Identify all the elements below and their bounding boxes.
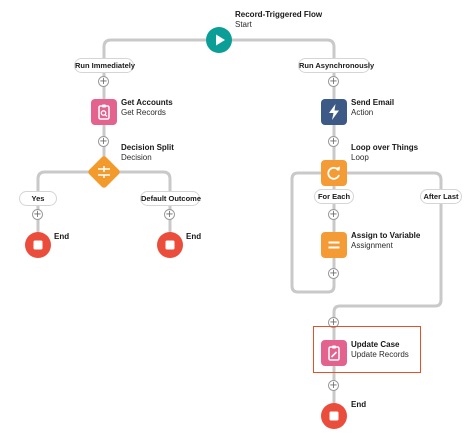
assign-to-variable-subtitle: Assignment <box>351 241 393 250</box>
end-node[interactable] <box>157 232 183 258</box>
path-run-immediately[interactable]: Run Immediately <box>74 58 135 73</box>
stop-icon <box>329 411 339 421</box>
send-email-node[interactable] <box>321 99 347 125</box>
end-label: End <box>54 232 69 242</box>
get-accounts-title: Get Accounts <box>121 98 173 107</box>
get-records-icon <box>98 104 110 120</box>
update-case-label: Update Case Update Records <box>351 340 409 360</box>
path-run-asynchronously[interactable]: Run Asynchronously <box>298 58 374 73</box>
update-case-node[interactable] <box>321 340 347 366</box>
start-title: Record-Triggered Flow <box>235 10 323 19</box>
start-label: Record-Triggered Flow Start <box>235 10 322 30</box>
get-accounts-subtitle: Get Records <box>121 108 166 117</box>
add-element-button[interactable]: + <box>98 76 109 87</box>
add-element-button[interactable]: + <box>98 136 109 147</box>
lightning-icon <box>329 104 339 120</box>
decision-icon <box>98 166 110 178</box>
decision-split-title: Decision Split <box>121 143 174 152</box>
end-title: End <box>54 232 70 241</box>
assign-to-variable-node[interactable] <box>321 232 347 258</box>
add-element-button[interactable]: + <box>164 209 175 220</box>
branch-for-each[interactable]: For Each <box>314 189 354 204</box>
loop-node[interactable] <box>321 160 347 186</box>
assign-to-variable-title: Assign to Variable <box>351 231 421 240</box>
start-subtitle: Start <box>235 20 252 29</box>
add-element-button[interactable]: + <box>328 209 339 220</box>
decision-split-label: Decision Split Decision <box>121 143 174 163</box>
branch-after-last[interactable]: After Last <box>420 189 462 204</box>
equals-icon <box>328 241 340 249</box>
end-label: End <box>186 232 201 242</box>
add-element-button[interactable]: + <box>328 268 339 279</box>
decision-split-subtitle: Decision <box>121 153 152 162</box>
stop-icon <box>165 240 175 250</box>
end-title: End <box>186 232 202 241</box>
loop-icon <box>327 166 340 180</box>
send-email-title: Send Email <box>351 98 395 107</box>
send-email-label: Send Email Action <box>351 98 394 118</box>
branch-yes[interactable]: Yes <box>19 191 57 206</box>
assign-to-variable-label: Assign to Variable Assignment <box>351 231 420 251</box>
add-element-button[interactable]: + <box>328 136 339 147</box>
update-case-subtitle: Update Records <box>351 350 409 359</box>
add-element-button[interactable]: + <box>32 209 43 220</box>
end-label: End <box>351 400 366 410</box>
end-node[interactable] <box>321 403 347 429</box>
decision-split-node[interactable] <box>87 155 121 189</box>
stop-icon <box>33 240 43 250</box>
end-node[interactable] <box>25 232 51 258</box>
update-case-highlight <box>313 326 421 373</box>
loop-title: Loop over Things <box>351 143 419 152</box>
loop-label: Loop over Things Loop <box>351 143 418 163</box>
play-icon <box>216 34 225 46</box>
end-title: End <box>351 400 367 409</box>
start-node[interactable] <box>206 27 232 53</box>
send-email-subtitle: Action <box>351 108 374 117</box>
update-case-title: Update Case <box>351 340 400 349</box>
branch-default-outcome[interactable]: Default Outcome <box>140 191 201 206</box>
update-records-icon <box>328 345 340 361</box>
get-accounts-node[interactable] <box>91 99 117 125</box>
add-element-button[interactable]: + <box>328 380 339 391</box>
add-element-button[interactable]: + <box>328 317 339 328</box>
add-element-button[interactable]: + <box>328 76 339 87</box>
get-accounts-label: Get Accounts Get Records <box>121 98 173 118</box>
loop-subtitle: Loop <box>351 153 369 162</box>
